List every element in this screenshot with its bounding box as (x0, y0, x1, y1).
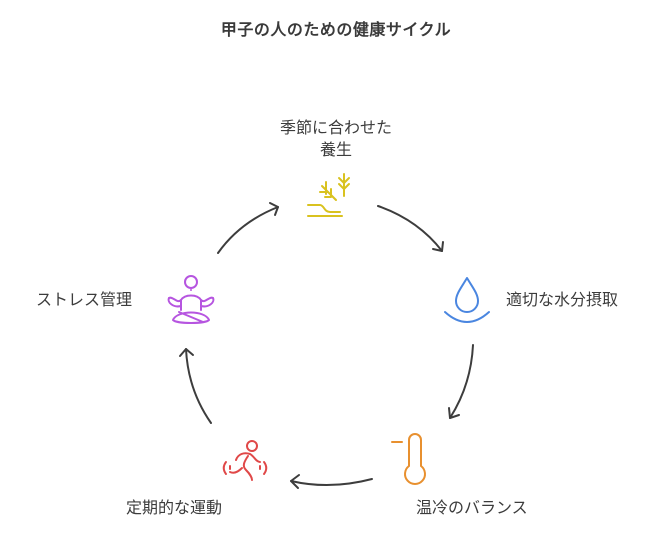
diagram-title: 甲子の人のための健康サイクル (220, 20, 452, 39)
arrow-seasonal-to-water (377, 205, 444, 252)
step-label-seasonal-line1: 季節に合わせた (279, 118, 392, 137)
arrow-stress-to-seasonal (217, 202, 279, 254)
step-label-water: 適切な水分摂取 (506, 290, 619, 309)
sprout-icon (307, 173, 350, 217)
step-label-seasonal-line2: 養生 (319, 140, 352, 159)
arrow-water-to-temperature (448, 344, 474, 419)
arrow-temperature-to-exercise (290, 474, 373, 489)
step-label-seasonal: 季節に合わせた 養生 (236, 117, 436, 161)
arrow-exercise-to-stress (179, 348, 212, 424)
step-label-exercise: 定期的な運動 (126, 498, 223, 517)
water-drop-icon (444, 277, 490, 323)
step-label-stress: ストレス管理 (36, 290, 133, 309)
meditation-icon (167, 275, 215, 324)
running-person-icon (222, 440, 268, 481)
step-label-temperature: 温冷のバランス (416, 498, 528, 517)
thermometer-icon (391, 433, 426, 485)
